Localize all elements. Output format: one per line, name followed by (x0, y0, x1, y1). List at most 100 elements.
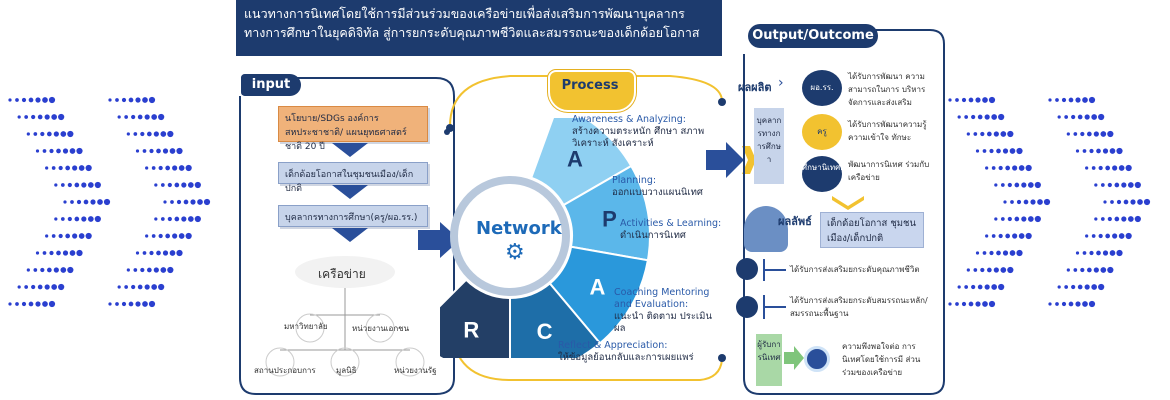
dot (1037, 199, 1043, 205)
partner-government: หน่วยงานรัฐ (394, 366, 437, 375)
dot (148, 300, 156, 308)
output-circle-director: ผอ.รร. (802, 70, 842, 106)
dot (140, 131, 145, 137)
dot (137, 114, 143, 120)
dot (1061, 301, 1067, 307)
dot (144, 114, 150, 120)
dot (1014, 182, 1020, 188)
dot (81, 182, 87, 188)
dot (76, 147, 83, 155)
result-competency: ได้รับการส่งเสริมยกระดับสมรรถนะหลัก/ สมร… (790, 296, 928, 318)
dot (60, 217, 65, 221)
dot (31, 284, 36, 290)
partner-university: มหาวิทยาลัย (284, 322, 328, 331)
stage-2: Planning: ออกแบบวางแผนนิเทศ (612, 175, 722, 199)
dot (1093, 131, 1099, 137)
dot (131, 114, 136, 120)
dot (35, 301, 41, 307)
dot (1082, 301, 1088, 307)
dot (28, 301, 34, 307)
dot (176, 147, 183, 155)
dot (49, 250, 54, 256)
dot (1134, 181, 1141, 189)
dot (989, 148, 994, 154)
input-step-policy: นโยบาย/SDGs องค์การสหประชาชาติ/ แผนยุทธศ… (278, 106, 428, 152)
dot (158, 165, 163, 171)
dot (154, 183, 158, 187)
dot (42, 301, 48, 307)
process-label-box (548, 70, 636, 112)
child-avatar-icon (744, 206, 788, 252)
dot (170, 200, 174, 204)
dot (58, 165, 63, 171)
dot (160, 131, 167, 137)
dot (28, 97, 34, 103)
dot (8, 302, 12, 306)
dot (961, 97, 967, 103)
result-target-box: เด็กด้อยโอกาส ชุมชนเมือง/เด็กปกติ (820, 212, 924, 248)
wheel-letter-5: R (463, 317, 479, 342)
dot (33, 268, 38, 272)
dot (1043, 198, 1051, 206)
dot (167, 130, 174, 138)
dot (966, 132, 970, 136)
dot (1071, 114, 1076, 120)
dot (961, 301, 967, 307)
output-panel-frame (743, 29, 945, 395)
dot (145, 166, 149, 170)
dot (56, 250, 61, 256)
dot (985, 166, 989, 170)
feedback-box: ผู้รับการนิเทศ (756, 334, 782, 386)
process-to-output-arrow (706, 142, 756, 178)
dot (158, 233, 163, 239)
dot (194, 181, 201, 189)
dot (948, 302, 952, 306)
stage-4: Coaching Mentoring and Evaluation: แนะนำ… (614, 287, 714, 335)
dot (1002, 148, 1009, 154)
dot (1105, 233, 1111, 239)
dot (1064, 285, 1069, 289)
dot (185, 232, 192, 240)
dot (1055, 98, 1059, 102)
dot (1137, 199, 1143, 205)
output-circle-teacher: ครู (802, 114, 842, 150)
dot (1143, 198, 1151, 206)
gear-icon: ⚙ (505, 240, 525, 265)
dot (172, 165, 178, 171)
dot (94, 215, 101, 223)
dot (1084, 114, 1090, 120)
dot (1096, 148, 1101, 154)
dot (144, 284, 150, 290)
dot (1027, 216, 1034, 222)
dot (181, 182, 187, 188)
dot (1105, 165, 1111, 171)
dot (971, 284, 976, 290)
dot (187, 216, 194, 222)
dot (1100, 217, 1105, 221)
dot (87, 182, 94, 188)
dot (971, 114, 976, 120)
dot (67, 216, 72, 222)
input-step-personnel: บุคลากรทางการศึกษา(ครู/ผอ.รร.) (278, 205, 428, 227)
target-icon (804, 346, 830, 372)
dot (167, 266, 174, 274)
product-label: ผลผลิต (738, 81, 772, 94)
dot (1000, 267, 1007, 273)
dot (15, 302, 19, 306)
dot (124, 115, 129, 119)
dot (1007, 216, 1012, 222)
dot (94, 181, 101, 189)
partner-private: หน่วยงานเอกชน (352, 324, 410, 333)
wheel-letter-4: C (537, 319, 553, 344)
dot (1094, 217, 1098, 221)
dot (74, 182, 80, 188)
dot (1025, 232, 1032, 240)
dot (975, 251, 980, 255)
dot (991, 284, 998, 290)
dot (176, 249, 183, 257)
dot (35, 251, 40, 255)
dot (67, 130, 74, 138)
dot (45, 234, 49, 238)
dot (1007, 182, 1012, 188)
